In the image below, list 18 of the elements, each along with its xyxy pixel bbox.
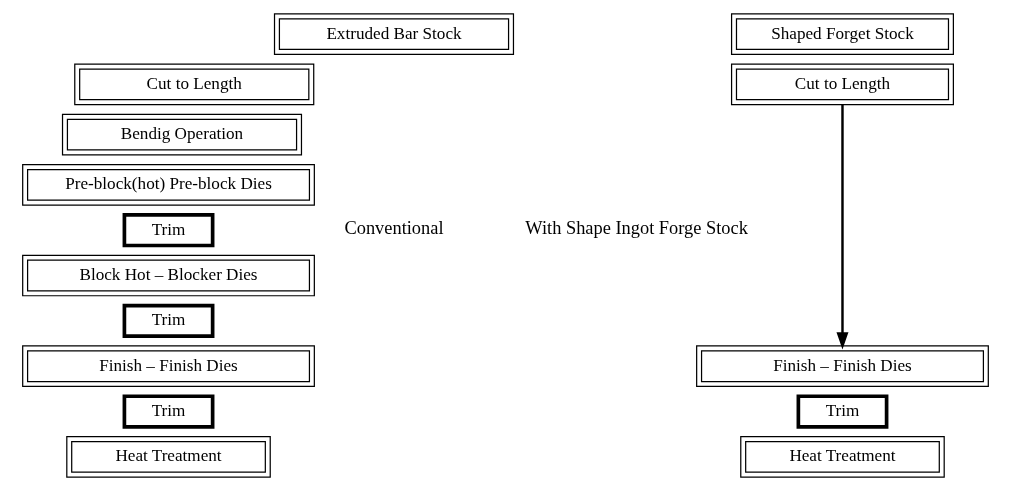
arrow — [835, 104, 848, 349]
node-box: Trim — [122, 393, 214, 429]
node-box: Block Hot – Blocker Dies — [21, 254, 315, 296]
label: Conventional — [343, 217, 443, 238]
node-box: Finish – Finish Dies — [21, 344, 315, 387]
node-box: Extruded Bar Stock — [273, 12, 514, 55]
node-box: Trim — [122, 212, 214, 247]
node-box: Trim — [122, 303, 214, 338]
node-box: Cut to Length — [73, 63, 314, 105]
node-box: Shaped Forget Stock — [730, 12, 954, 55]
node-box: Finish – Finish Dies — [695, 344, 989, 387]
node-box: Heat Treatment — [739, 435, 945, 478]
node-box: Bendig Operation — [61, 113, 302, 155]
node-box: Heat Treatment — [65, 435, 271, 478]
label: With Shape Ingot Forge Stock — [524, 217, 748, 238]
node-box: Pre-block(hot) Pre-block Dies — [21, 163, 315, 206]
node-box: Trim — [796, 393, 888, 429]
node-box: Cut to Length — [730, 63, 954, 105]
